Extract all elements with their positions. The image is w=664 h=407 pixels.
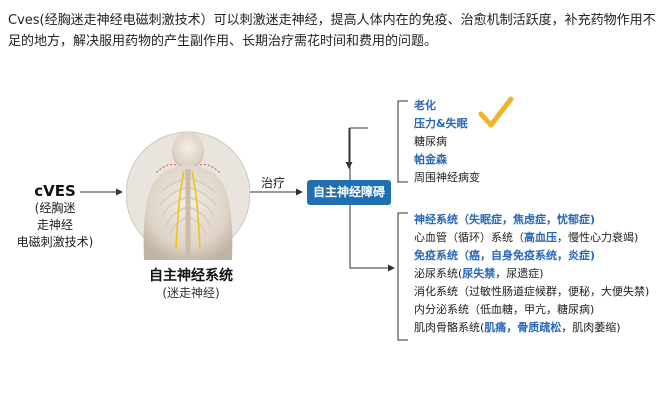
lower-condition-list: 神经系统（失眠症，焦虑症，忧郁症) 心血管（循环）系统（高血压，慢性心力衰竭) 免疫…: [414, 211, 649, 337]
autonomic-disorder-box: 自主神经障碍: [307, 180, 391, 205]
lower-bracket: [397, 212, 408, 341]
condition-highlight: 免疫系统（癌，自身免疫系统，炎症): [414, 249, 596, 262]
condition-item: 泌尿系统(尿失禁，尿遗症): [414, 265, 649, 283]
condition-text: 内分泌系统（低血糖，甲亢，糖尿病): [414, 303, 595, 316]
cves-desc-line: (经胸迷: [34, 201, 76, 215]
condition-highlight: 帕金森: [414, 153, 447, 166]
condition-item: 老化: [414, 97, 480, 115]
cves-block: cVES (经胸迷 走神经 电磁刺激技术): [0, 182, 110, 251]
human-back-illustration: [126, 131, 250, 260]
condition-text: 糖尿病: [414, 135, 447, 148]
cves-title: cVES: [34, 182, 76, 200]
condition-item: 帕金森: [414, 151, 480, 169]
condition-highlight: 高血压: [524, 231, 557, 244]
condition-text: 心血管（循环）系统（: [414, 231, 524, 244]
condition-item: 肌肉骨骼系统(肌痛，骨质疏松，肌肉萎缩): [414, 319, 649, 337]
condition-highlight: 神经系统（失眠症，焦虑症，忧郁症): [414, 213, 596, 226]
treat-label: 治疗: [261, 176, 286, 190]
upper-bracket: [397, 100, 408, 183]
condition-item: 内分泌系统（低血糖，甲亢，糖尿病): [414, 301, 649, 319]
condition-item: 糖尿病: [414, 133, 480, 151]
condition-text: 消化系统（过敏性肠道症候群，便秘，大便失禁): [414, 285, 650, 298]
condition-highlight: 肌痛，骨质疏松: [484, 321, 562, 334]
intro-paragraph: Cves(经胸迷走神经电磁刺激技术）可以刺激迷走神经，提高人体内在的免疫、治愈机…: [8, 13, 656, 49]
condition-text: ，慢性心力衰竭): [557, 231, 639, 244]
condition-item: 压力&失眠: [414, 115, 480, 133]
condition-highlight: 老化: [414, 99, 436, 112]
condition-item: 免疫系统（癌，自身免疫系统，炎症): [414, 247, 649, 265]
ans-subtitle: (迷走神经): [162, 286, 220, 300]
arrow-box-to-lower: [349, 205, 395, 272]
condition-item: 消化系统（过敏性肠道症候群，便秘，大便失禁): [414, 283, 649, 301]
ans-caption: 自主神经系统 (迷走神经): [133, 267, 249, 302]
condition-highlight: 尿失禁: [462, 267, 496, 280]
condition-text: ，尿遗症): [495, 267, 544, 280]
condition-item: 周围神经病变: [414, 169, 480, 187]
condition-item: 神经系统（失眠症，焦虑症，忧郁症): [414, 211, 649, 229]
condition-text: 泌尿系统(: [414, 267, 463, 280]
condition-highlight: 压力&失眠: [414, 117, 468, 130]
line-box-to-upper-bracket: [349, 127, 368, 192]
condition-text: ，肌肉萎缩): [561, 321, 621, 334]
condition-text: 周围神经病变: [414, 171, 480, 184]
upper-condition-list: 老化压力&失眠糖尿病帕金森周围神经病变: [414, 97, 480, 187]
condition-item: 心血管（循环）系统（高血压，慢性心力衰竭): [414, 229, 649, 247]
cves-desc-line: 走神经: [36, 218, 73, 232]
checkmark-icon: [478, 96, 514, 128]
condition-text: 肌肉骨骼系统(: [414, 321, 485, 334]
ans-title: 自主神经系统: [149, 268, 233, 284]
cves-desc-line: 电磁刺激技术): [16, 235, 94, 249]
